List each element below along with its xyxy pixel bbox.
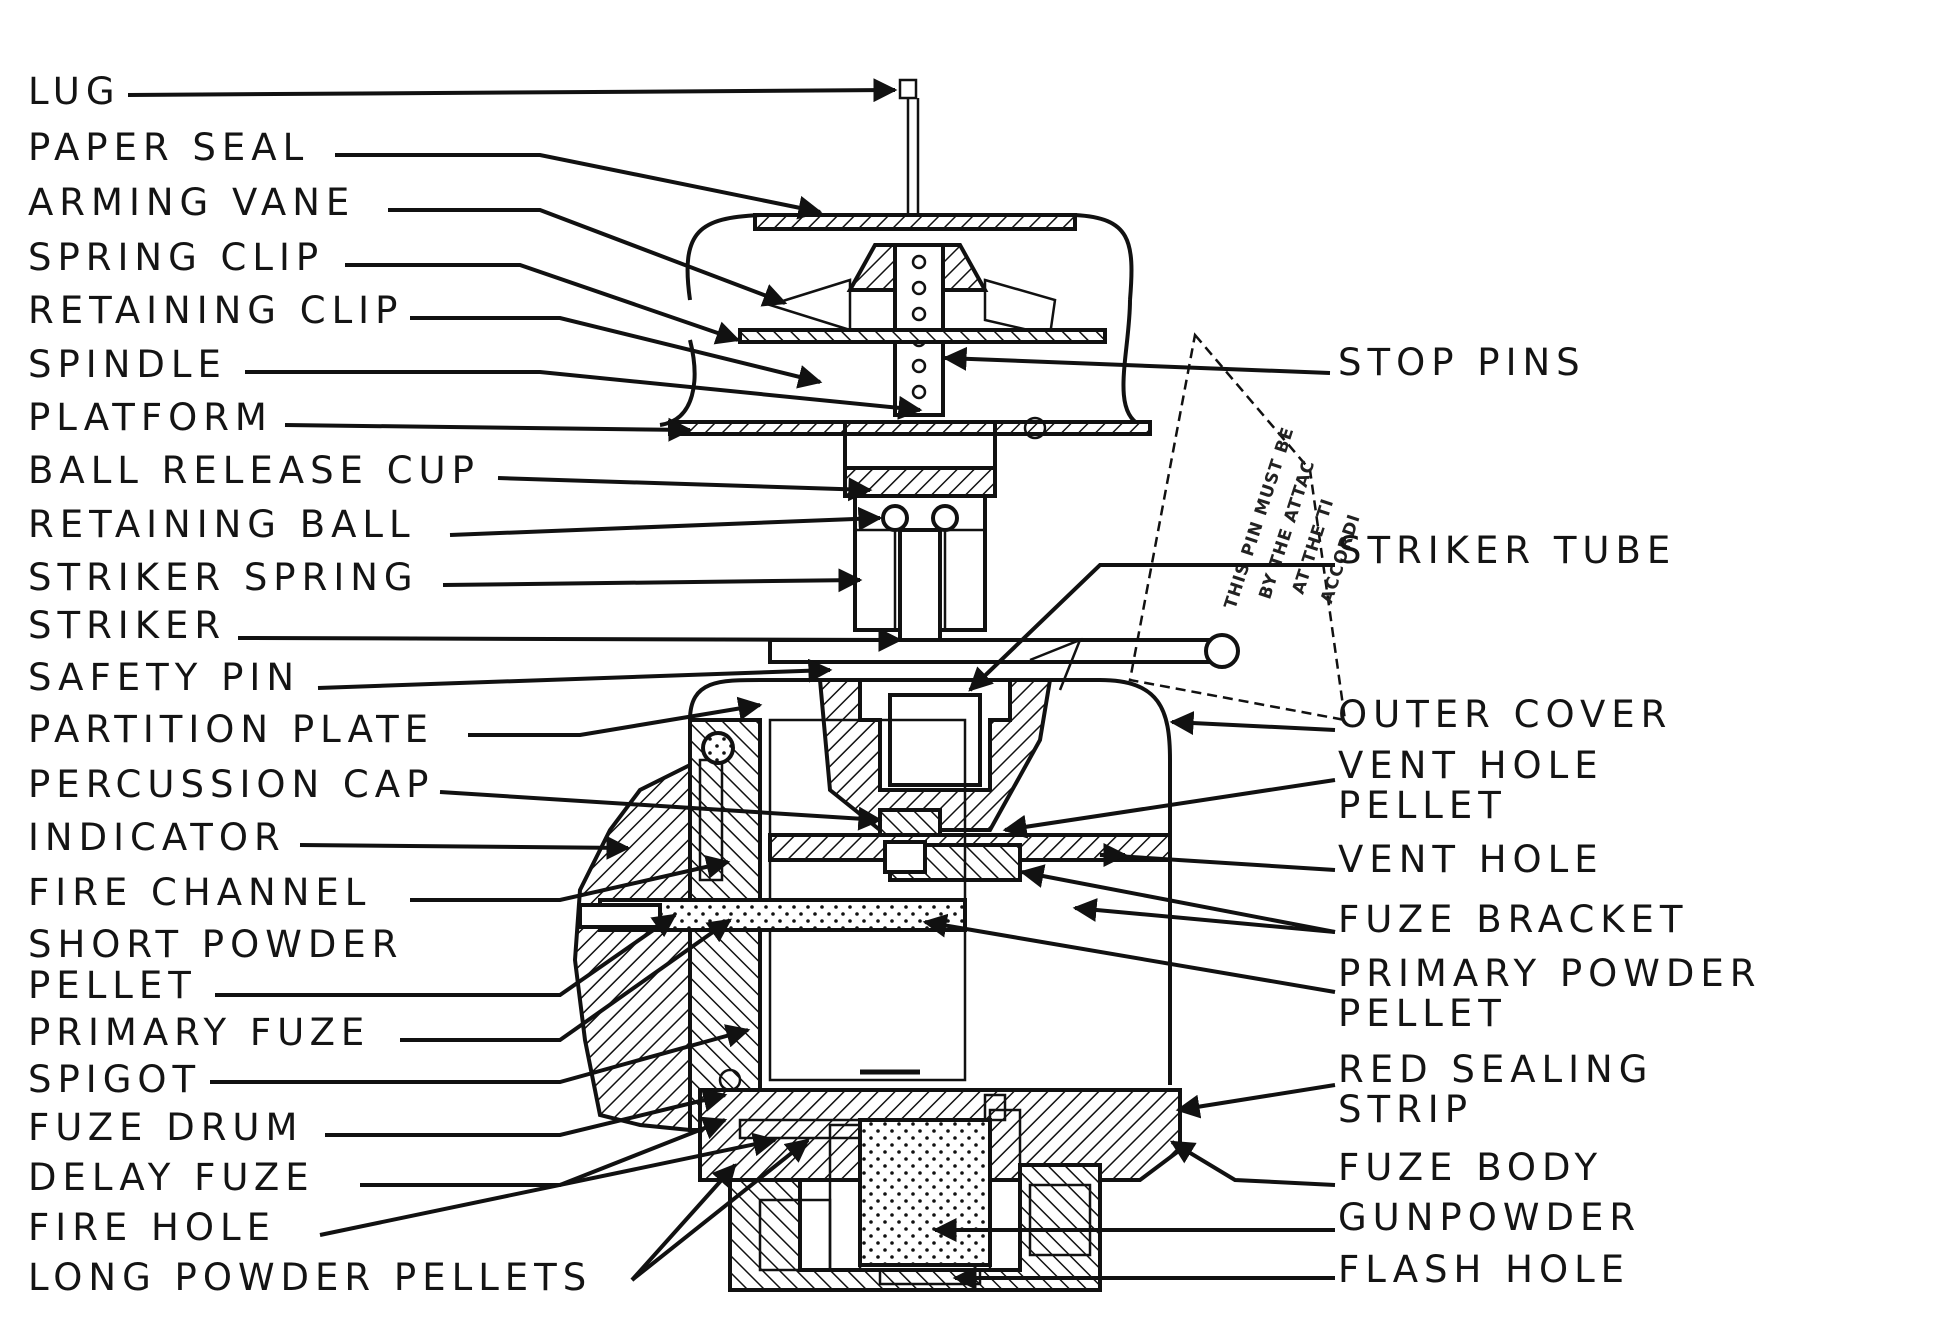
outer-cover-part [688, 678, 1172, 1085]
label-red-sealing-strip: STRIP [1338, 1088, 1473, 1131]
label-fire-channel: FIRE CHANNEL [28, 871, 371, 914]
striker-spring-part [853, 528, 897, 632]
lug-part [898, 78, 918, 100]
label-indicator: INDICATOR [28, 816, 286, 859]
label-vent-hole-pellet-line1: VENT HOLE [1338, 744, 1604, 787]
label-retaining-ball: RETAINING BALL [28, 503, 416, 546]
label-gunpowder: GUNPOWDER [1338, 1196, 1641, 1239]
leader-lines [127, 78, 1336, 1290]
vane-right [983, 278, 1057, 337]
label-safety-pin: SAFETY PIN [28, 656, 300, 699]
label-vent-hole-pellet-line2: PELLET [1338, 784, 1507, 827]
label-vent-hole: VENT HOLE [1338, 838, 1604, 881]
label-ball-release-cup: BALL RELEASE CUP [28, 449, 480, 492]
short-powder-pellet-part [578, 903, 662, 929]
platform-right-curve [1121, 299, 1142, 427]
label-arming-vane: ARMING VANE [28, 181, 355, 224]
label-platform: PLATFORM [28, 396, 273, 439]
label-short-powder: SHORT POWDER [28, 923, 403, 966]
label-striker: STRIKER [28, 604, 226, 647]
label-primary-powder: PRIMARY POWDER [1338, 952, 1761, 995]
percussion-cap-part [878, 808, 942, 838]
labels-right: STOP PINS STRIKER TUBE OUTER COVER VENT … [1338, 341, 1761, 1291]
label-spindle: SPINDLE [28, 343, 227, 386]
gunpowder-part [858, 1118, 992, 1267]
retaining-ball-part [881, 504, 909, 532]
vane-left [765, 278, 852, 332]
label-retaining-clip: RETAINING CLIP [28, 289, 403, 332]
label-percussion-cap: PERCUSSION CAP [28, 763, 434, 806]
label-delay-fuze: DELAY FUZE [28, 1156, 315, 1199]
label-striker-tube: STRIKER TUBE [1338, 529, 1676, 572]
label-spigot: SPIGOT [28, 1058, 201, 1101]
label-fuze-drum: FUZE DRUM [28, 1106, 303, 1149]
label-outer-cover: OUTER COVER [1338, 693, 1672, 736]
indicator-ball [701, 731, 735, 765]
label-long-powder-pellets: LONG POWDER PELLETS [28, 1256, 592, 1299]
red-sealing-strip-part [983, 1093, 1007, 1122]
label-short-powder-pellet: PELLET [28, 964, 197, 1007]
indicator-housing [572, 761, 692, 1133]
label-lug: LUG [28, 70, 121, 113]
label-fire-hole: FIRE HOLE [28, 1206, 276, 1249]
label-primary-powder-pellet: PELLET [1338, 992, 1507, 1035]
fuze-drawing: THIS PIN MUST BE BY THE ATTAC AT THE TI … [572, 78, 1365, 1292]
paper-seal-part [753, 213, 1077, 231]
platform-left-curve [659, 339, 697, 427]
label-fuze-body: FUZE BODY [1338, 1146, 1603, 1189]
label-flash-hole: FLASH HOLE [1338, 1248, 1630, 1291]
label-stop-pins: STOP PINS [1338, 341, 1586, 384]
label-red-sealing: RED SEALING [1338, 1048, 1653, 1091]
arming-vane-cap [685, 213, 1134, 301]
label-striker-spring: STRIKER SPRING [28, 556, 419, 599]
striker-part [898, 528, 942, 642]
spindle-balls [911, 254, 927, 400]
platform-part [668, 420, 1152, 436]
label-spring-clip: SPRING CLIP [28, 236, 324, 279]
label-paper-seal: PAPER SEAL [28, 126, 309, 169]
label-primary-fuze: PRIMARY FUZE [28, 1011, 370, 1054]
vent-hole-pellet-part [883, 840, 927, 874]
safety-pin-part [768, 638, 1222, 664]
spring-clip-part [738, 328, 1107, 344]
labels-left: LUG PAPER SEAL ARMING VANE SPRING CLIP R… [28, 70, 592, 1299]
label-partition-plate: PARTITION PLATE [28, 708, 434, 751]
label-fuze-bracket: FUZE BRACKET [1338, 898, 1689, 941]
